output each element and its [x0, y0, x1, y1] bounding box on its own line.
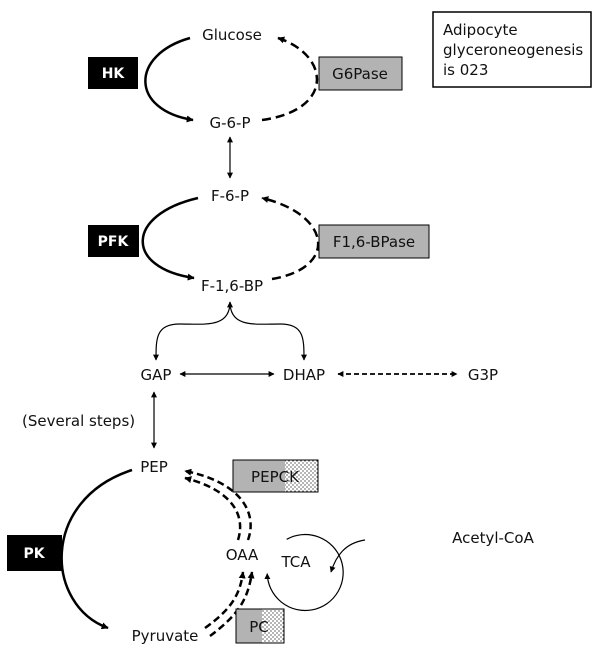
enzyme-g6pase: G6Pase	[318, 56, 403, 91]
g6pase-arrow	[261, 36, 319, 122]
enzyme-f16bpase-label: F1,6-BPase	[333, 233, 415, 251]
pfk-arrow	[141, 196, 199, 281]
metabolite-oaa: OAA	[226, 546, 259, 564]
several-steps-label: (Several steps)	[22, 412, 135, 430]
pc-arrow-inner	[204, 571, 246, 630]
note-line-1: Adipocyte	[443, 21, 518, 39]
enzyme-pfk-label: PFK	[98, 234, 130, 250]
aldolase-right-branch	[229, 301, 307, 361]
metabolite-f6p: F-6-P	[211, 187, 249, 205]
metabolite-f16bp: F-1,6-BP	[201, 277, 263, 295]
metabolite-glucose: Glucose	[202, 26, 262, 44]
metabolite-acetyl-coa: Acetyl-CoA	[452, 529, 534, 547]
hk-arrow	[144, 36, 194, 123]
enzyme-pepck: PEPCK	[232, 459, 319, 493]
enzyme-pepck-label: PEPCK	[251, 468, 300, 486]
tca-cycle: TCA	[264, 533, 344, 612]
enzyme-pc: PC	[235, 608, 285, 644]
enzyme-hk: HK	[88, 57, 138, 89]
acetyl-coa-arrow	[329, 539, 366, 573]
enzyme-f16bpase: F1,6-BPase	[318, 224, 430, 259]
enzyme-pk-label: PK	[23, 546, 45, 562]
note-line-2: glyceroneogenesis	[443, 41, 583, 59]
pepck-arrow-inner	[184, 476, 242, 541]
enzyme-hk-label: HK	[102, 66, 126, 82]
metabolite-g3p: G3P	[468, 366, 498, 384]
enzyme-g6pase-label: G6Pase	[332, 65, 388, 83]
pk-arrow	[60, 468, 133, 630]
metabolite-pep: PEP	[140, 458, 168, 476]
enzyme-pc-label: PC	[249, 618, 269, 636]
f16bpase-arrow	[261, 196, 320, 281]
metabolite-gap: GAP	[141, 366, 172, 384]
enzyme-pfk: PFK	[88, 225, 139, 257]
note-line-3: is 023	[443, 61, 488, 79]
metabolite-dhap: DHAP	[283, 366, 325, 384]
enzyme-pk: PK	[7, 535, 62, 571]
note-box: Adipocyte glyceroneogenesis is 023	[432, 11, 592, 88]
aldolase-left-branch	[153, 301, 233, 361]
metabolite-g6p: G-6-P	[209, 114, 250, 132]
pepck-arrow-outer	[184, 468, 252, 541]
pc-arrow-outer	[209, 571, 255, 637]
tca-label: TCA	[280, 553, 311, 571]
metabolite-pyruvate: Pyruvate	[132, 627, 199, 645]
tca-circle-arrow	[264, 533, 344, 612]
